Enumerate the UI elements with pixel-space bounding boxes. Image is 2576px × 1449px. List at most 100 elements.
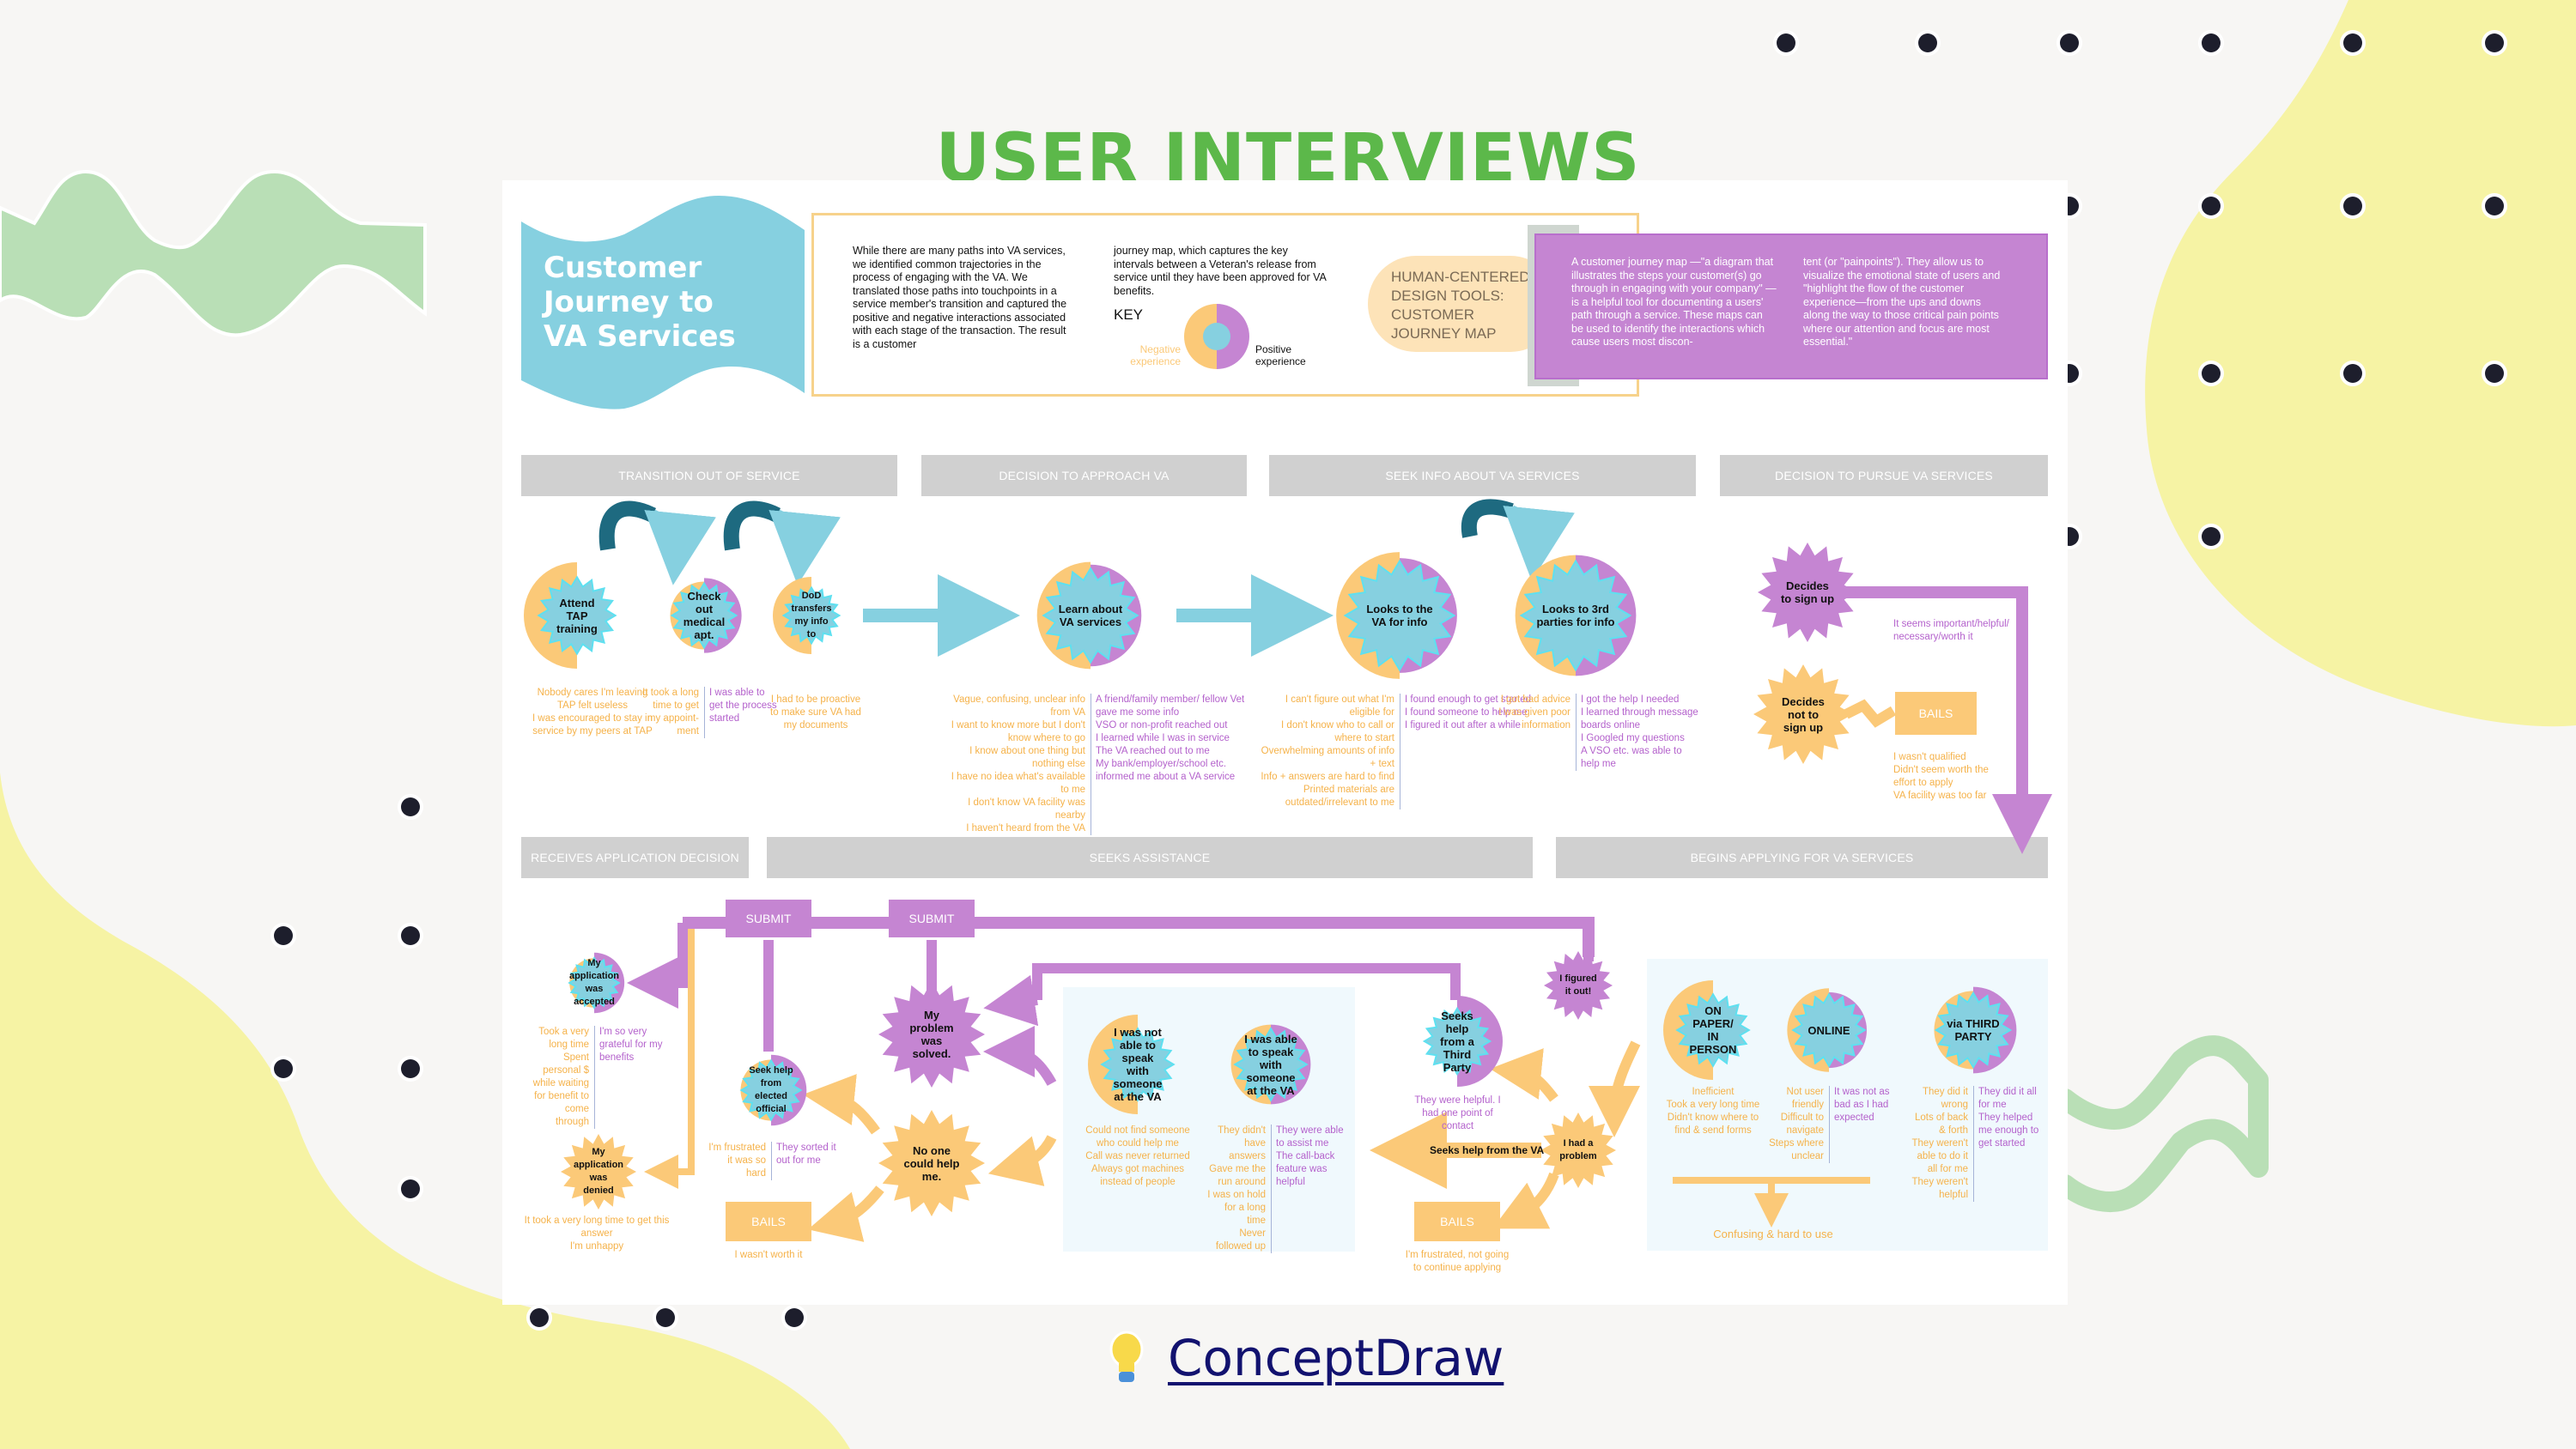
touchpoint-not-sign-up[interactable] <box>1753 664 1853 764</box>
process-star <box>781 585 841 646</box>
positive-notes: They sorted it out for me <box>776 1143 836 1166</box>
negative-notes: They didn't have answers Gave me the run… <box>1207 1125 1266 1252</box>
negative-notes: It took a very long time to get this ans… <box>524 1216 670 1252</box>
touchpoint-denied[interactable] <box>561 1134 636 1210</box>
hcd-line: HUMAN-CENTERED <box>1391 269 1530 285</box>
process-star <box>1519 559 1632 672</box>
touchpoint-paper[interactable] <box>1663 980 1751 1080</box>
positive-notes: A friend/family member/ fellow Vet gave … <box>1096 694 1245 782</box>
yellow-blob-left <box>0 773 850 1449</box>
touchpoint-label: I figured it out! <box>1559 973 1597 997</box>
touchpoint-label: Seek help from elected official <box>749 1065 793 1114</box>
negative-notes: Vague, confusing, unclear info from VA I… <box>951 694 1085 834</box>
banner-line: Customer <box>544 251 702 285</box>
touchpoint-label: My application was accepted <box>568 958 620 1007</box>
negative-notes: Nobody cares I'm leaving TAP felt useles… <box>532 688 653 737</box>
definition-box <box>1534 233 2048 379</box>
submit-box: SUBMIT <box>889 900 975 937</box>
touchpoint-solved[interactable] <box>878 981 985 1088</box>
negative-notes: Took a very long time Spent personal $ w… <box>532 1027 589 1127</box>
decorative-dot <box>401 797 420 816</box>
decorative-dot <box>1777 33 1795 52</box>
negative-notes: Inefficient Took a very long time Didn't… <box>1666 1087 1760 1136</box>
green-wave-left <box>0 169 427 337</box>
touchpoint-problem[interactable] <box>1540 1113 1616 1188</box>
touchpoint-label: I was able to speak with someone at the … <box>1244 1033 1297 1097</box>
decorative-dot <box>2343 197 2362 215</box>
touchpoint-accepted[interactable] <box>568 952 625 1014</box>
positive-notes: I was able to get the process started <box>709 688 777 724</box>
burst-shape <box>1544 951 1613 1020</box>
banner-line: VA Services <box>544 319 736 354</box>
touchpoint-official[interactable] <box>739 1054 807 1126</box>
positive-notes: They did it all for me They helped me en… <box>1978 1087 2039 1149</box>
key-negative-label: Negative experience <box>1130 343 1181 367</box>
stage-approach: Decision to approach VA <box>921 455 1247 496</box>
note-divider <box>771 1142 772 1180</box>
touchpoint-speak[interactable] <box>1230 1024 1311 1105</box>
decorative-dot <box>1918 33 1937 52</box>
definition-col1: A customer journey map —"a diagram that … <box>1571 256 1777 348</box>
note-divider <box>594 1026 595 1129</box>
touchpoint-label: Check out medical apt. <box>683 590 726 641</box>
stage-applying: Begins applying for VA services <box>1556 837 2048 878</box>
touchpoint-label: I was not able to speak with someone at … <box>1113 1026 1163 1103</box>
burst-shape <box>1753 664 1853 764</box>
decorative-dot <box>2485 197 2504 215</box>
decorative-dot <box>2202 364 2221 383</box>
stage-assistance: Seeks assistance <box>767 837 1533 878</box>
stage-seek-info: Seek info about VA services <box>1269 455 1696 496</box>
burst-shape <box>878 981 985 1088</box>
touchpoint-label: Decides to sign up <box>1780 579 1835 605</box>
touchpoint-learn[interactable] <box>1036 561 1142 670</box>
intro-text-col2: journey map, which captures the key inte… <box>1114 245 1327 297</box>
process-star <box>1675 992 1751 1068</box>
applying-summary: Confusing & hard to use <box>1713 1228 1833 1240</box>
decorative-dot <box>401 1179 420 1198</box>
negative-notes: It took a long time to get my appoint-me… <box>642 688 699 737</box>
touchpoint-dod[interactable] <box>773 577 841 654</box>
conceptdraw-link[interactable]: ConceptDraw <box>1168 1329 1504 1387</box>
touchpoint-third-party[interactable] <box>1422 996 1503 1087</box>
burst-shape <box>1540 1113 1616 1188</box>
negative-notes: Not user friendly Difficult to navigate … <box>1769 1087 1824 1161</box>
process-star <box>1100 1027 1176 1102</box>
journey-map-banner <box>521 196 805 409</box>
touchpoint-label: No one could help me. <box>903 1143 960 1183</box>
negative-notes: I had to be proactive to make sure VA ha… <box>770 694 861 731</box>
bails-box: BAILS <box>726 1202 811 1241</box>
touchpoint-via-third[interactable] <box>1934 986 2017 1074</box>
process-star <box>739 1058 803 1122</box>
burst-shape <box>561 1134 636 1210</box>
touchpoint-label: My problem was solved. <box>909 1009 954 1060</box>
touchpoint-sign-up[interactable] <box>1758 543 1857 642</box>
touchpoint-look-3rd[interactable] <box>1515 555 1637 676</box>
decorative-dot <box>2343 364 2362 383</box>
decorative-dot <box>401 1059 420 1078</box>
touchpoint-no-one[interactable] <box>878 1110 985 1216</box>
touchpoint-look-va[interactable] <box>1336 552 1457 679</box>
decorative-dot <box>2060 33 2079 52</box>
touchpoint-label: Decides not to sign up <box>1782 694 1825 734</box>
positive-notes: They were able to assist me The call-bac… <box>1276 1125 1344 1187</box>
touchpoint-label: ON PAPER/ IN PERSON <box>1689 1004 1737 1056</box>
touchpoint-online[interactable] <box>1787 988 1868 1072</box>
touchpoint-label: I had a problem <box>1559 1138 1597 1161</box>
touchpoint-label: Learn about VA services <box>1058 603 1123 628</box>
bails-box: BAILS <box>1895 692 1977 735</box>
decorative-dot <box>2485 33 2504 52</box>
negative-notes: Could not find someone who could help me… <box>1085 1125 1190 1187</box>
touchpoint-medical[interactable] <box>670 578 742 653</box>
touchpoint-tap[interactable] <box>524 562 617 669</box>
decorative-dot <box>656 1308 675 1327</box>
yellow-blob-right <box>2145 0 2576 727</box>
decorative-dot <box>530 1308 549 1327</box>
touchpoint-figured[interactable] <box>1544 951 1613 1020</box>
touchpoint-not-speak[interactable] <box>1088 1015 1176 1114</box>
lightbulb-icon <box>1109 1331 1144 1382</box>
process-star <box>537 575 617 656</box>
note-divider <box>1576 694 1577 771</box>
bails-note: I'm frustrated, not going to continue ap… <box>1405 1250 1510 1273</box>
burst-shape <box>1758 543 1857 642</box>
decorative-dot <box>274 926 293 945</box>
